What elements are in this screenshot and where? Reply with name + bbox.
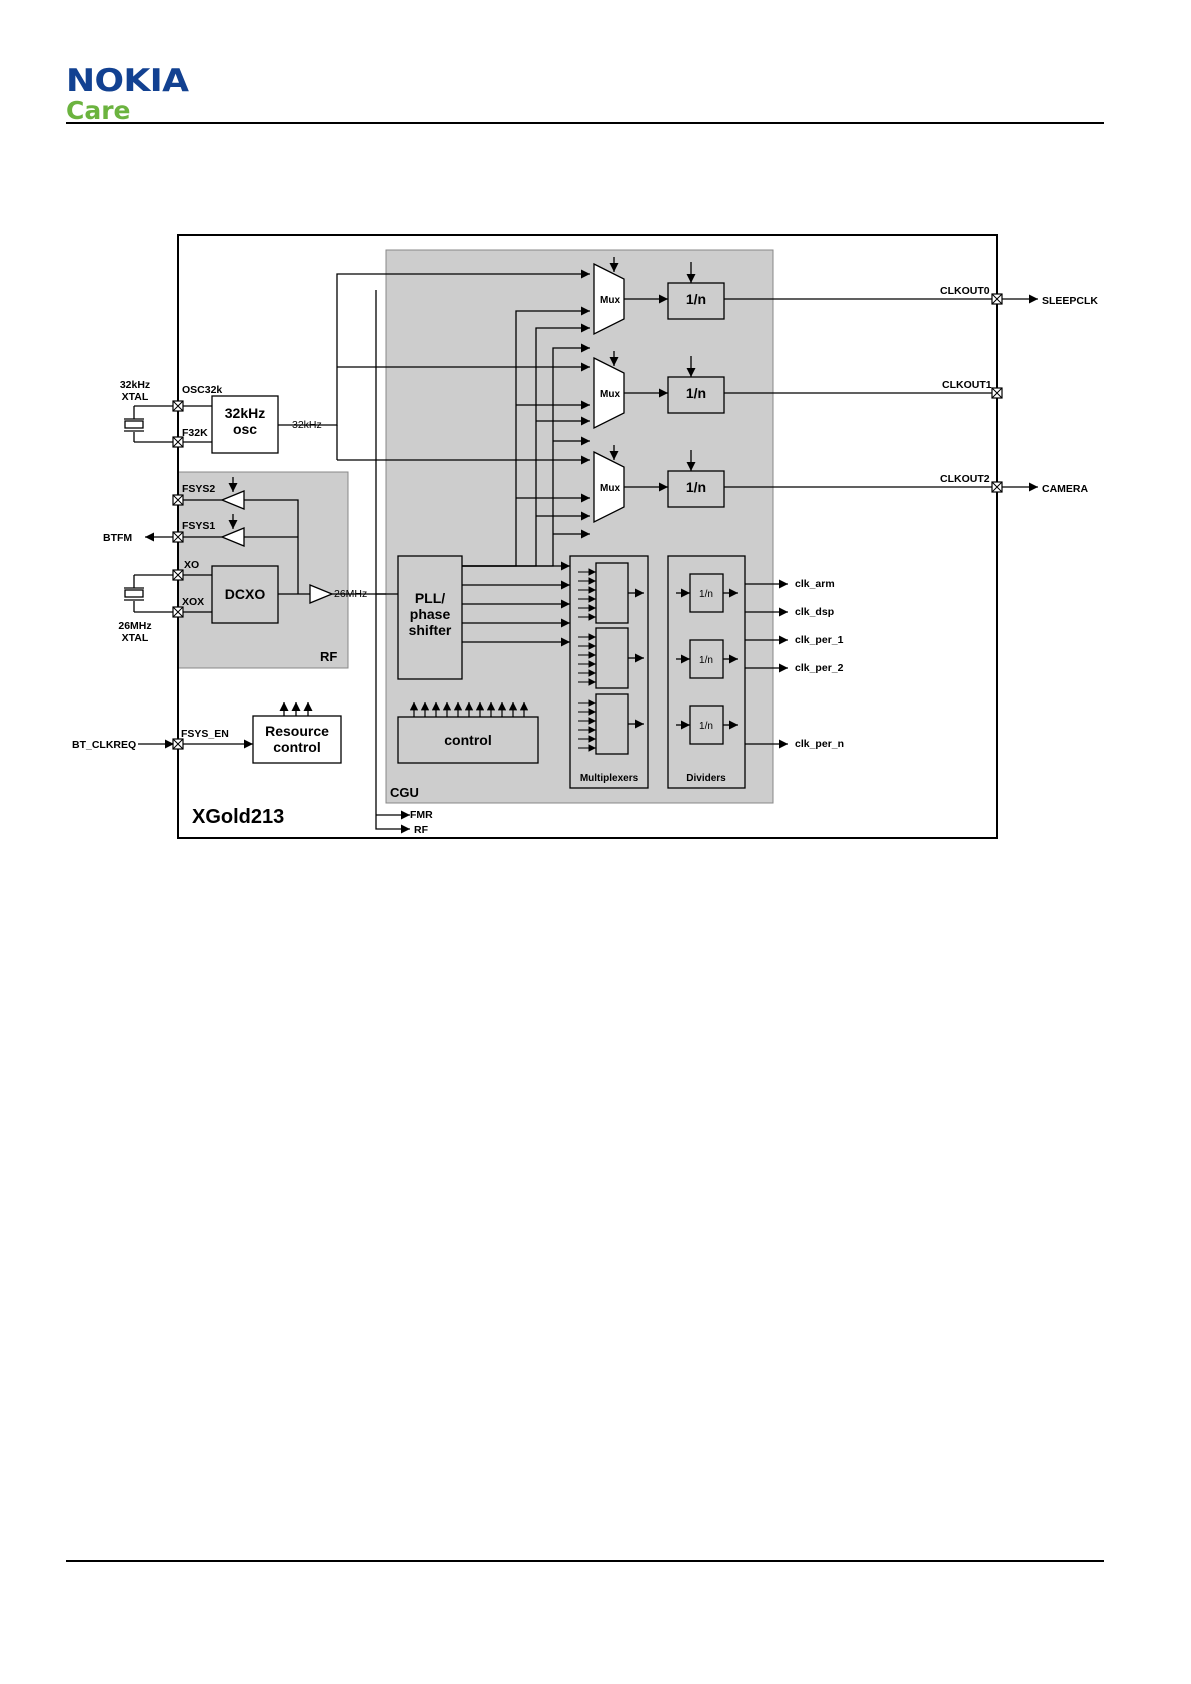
divider-label-0: 1/n (686, 291, 706, 307)
rf-region (177, 471, 349, 669)
camera-label: CAMERA (1042, 483, 1088, 495)
pin-xox: XOX (182, 596, 204, 608)
signal-fmr: FMR (410, 809, 433, 821)
footer-rule (66, 1560, 1104, 1562)
logo-sub-brand: Care (66, 96, 131, 125)
pll-block-label-3: shifter (409, 622, 452, 638)
pin-osc32k: OSC32k (182, 384, 222, 396)
chip-name: XGold213 (192, 806, 284, 828)
multiplexer-input-arrows (578, 568, 596, 752)
pll-block-label-2: phase (410, 606, 451, 622)
xtal32-label-2: XTAL (122, 391, 149, 403)
header-rule (66, 122, 1104, 124)
small-divider-label-2: 1/n (699, 721, 713, 732)
resource-block-label-1: Resource (265, 723, 329, 739)
resource-block-label-2: control (273, 739, 320, 755)
btfm-label: BTFM (103, 532, 132, 544)
mux-label-1: Mux (600, 389, 620, 400)
pin-clkout1: CLKOUT1 (942, 379, 992, 391)
divider-label-2: 1/n (686, 479, 706, 495)
multiplexers-label: Multiplexers (580, 773, 639, 784)
osc32-block-label: 32kHz (225, 405, 265, 421)
pin-fsys1: FSYS1 (182, 520, 215, 532)
pin-f32k: F32K (182, 427, 208, 439)
rf-region-label: RF (320, 649, 337, 664)
xtal26-label-2: XTAL (122, 632, 149, 644)
signal-32khz: 32kHz (292, 419, 322, 431)
control-block-label: control (444, 732, 491, 748)
pin-clkout0: CLKOUT0 (940, 285, 990, 297)
pin-xo: XO (184, 559, 199, 571)
clock-output-per-1: clk_per_1 (795, 634, 844, 646)
small-divider-label-1: 1/n (699, 655, 713, 666)
mux-label-0: Mux (600, 295, 620, 306)
mux-label-2: Mux (600, 483, 620, 494)
osc32-block-label-2: osc (233, 421, 257, 437)
nokia-care-logo: NOKIA Care (66, 64, 189, 125)
dcxo-block-label: DCXO (225, 586, 266, 602)
clock-output-arm: clk_arm (795, 578, 835, 590)
control-input-arrows (409, 702, 529, 717)
clock-output-dsp: clk_dsp (795, 606, 834, 618)
small-divider-label-0: 1/n (699, 589, 713, 600)
dividers-label: Dividers (686, 773, 726, 784)
cgu-region-label: CGU (390, 785, 419, 800)
signal-26mhz: 26MHz (334, 588, 367, 600)
divider-label-1: 1/n (686, 385, 706, 401)
sleepclk-label: SLEEPCLK (1042, 295, 1098, 307)
signal-rf: RF (414, 824, 429, 836)
xtal26-label-1: 26MHz (118, 620, 151, 632)
clock-output-per-n: clk_per_n (795, 738, 844, 750)
logo-brand: NOKIA (66, 63, 189, 99)
pll-block-label-1: PLL/ (415, 590, 445, 606)
xtal32-label-1: 32kHz (120, 379, 150, 391)
cgu-region (385, 249, 774, 804)
pin-fsys-en: FSYS_EN (181, 728, 229, 740)
pin-fsys2: FSYS2 (182, 483, 215, 495)
clock-output-per-2: clk_per_2 (795, 662, 844, 674)
pin-clkout2: CLKOUT2 (940, 473, 990, 485)
bt-clkreq-label: BT_CLKREQ (72, 739, 136, 751)
